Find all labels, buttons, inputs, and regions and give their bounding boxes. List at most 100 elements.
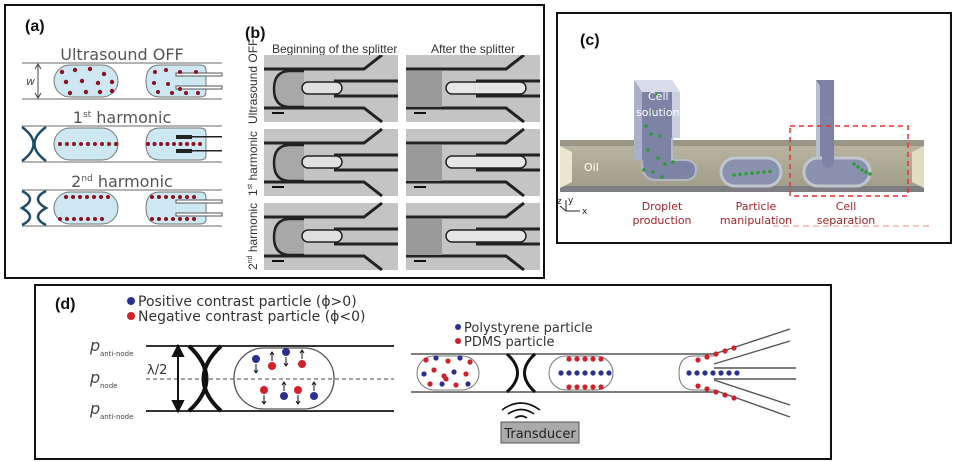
particle: [107, 142, 111, 146]
svg-text:anti-node: anti-node: [100, 413, 133, 421]
particle: [93, 142, 97, 146]
panel-b-col1-header: Beginning of the splitter: [272, 42, 398, 56]
contrast-particles: [252, 348, 318, 405]
force-arrow: [261, 395, 267, 405]
particle: [192, 195, 196, 199]
particle: [58, 142, 62, 146]
positive-particle: [310, 392, 318, 400]
cell: [651, 170, 655, 174]
particle: [192, 217, 196, 221]
particle: [445, 358, 451, 364]
particle: [178, 142, 183, 146]
positive-particle: [282, 348, 290, 356]
cell: [655, 93, 659, 97]
particle: [574, 370, 580, 376]
cell: [744, 172, 748, 176]
particle: [97, 89, 103, 95]
cell: [732, 173, 736, 177]
svg-text:p: p: [89, 368, 100, 387]
particle: [196, 91, 200, 95]
particle: [194, 70, 198, 74]
stage-droplet-line2: production: [632, 214, 691, 227]
stage-particle-line1: Particle: [736, 200, 777, 213]
cell: [864, 170, 868, 174]
stage-droplet-line1: Droplet: [642, 200, 683, 213]
panel-d-label: (d): [55, 296, 76, 313]
particle: [95, 80, 101, 86]
particle: [443, 376, 449, 382]
particle: [713, 351, 719, 357]
pdms-dot: [455, 338, 461, 344]
particle: [164, 195, 168, 199]
panel-a-row3-title: 2nd harmonic: [71, 172, 173, 191]
wavelength-arrow: [171, 343, 185, 414]
particle: [582, 384, 588, 390]
particle: [574, 384, 580, 390]
particle: [566, 356, 572, 362]
particle: [185, 195, 189, 199]
svg-text:y: y: [568, 196, 574, 206]
particle: [153, 70, 157, 74]
particle: [582, 370, 588, 376]
particle: [109, 88, 115, 94]
particle: [86, 217, 90, 221]
particle: [164, 217, 168, 221]
particle: [598, 356, 604, 362]
cell-particles: [642, 93, 872, 179]
particle: [695, 383, 701, 389]
cell: [660, 175, 664, 179]
particle: [166, 82, 170, 86]
particle: [704, 386, 710, 392]
particle: [185, 217, 189, 221]
particle: [172, 142, 176, 146]
particle: [165, 142, 170, 146]
particle: [152, 142, 157, 146]
particle: [159, 142, 163, 146]
particle: [64, 195, 68, 199]
cell: [852, 162, 856, 166]
particle: [58, 217, 62, 221]
panel-c-diagram: Cell solution Oil z y x Droplet producti…: [557, 80, 932, 227]
legend-polystyrene: Polystyrene particle: [464, 321, 593, 336]
panel-a-row2-title: 1st harmonic: [73, 108, 172, 127]
splitter-prongs-dark: [176, 135, 222, 153]
particle: [100, 142, 104, 146]
panel-c-frame: [556, 12, 952, 244]
particle: [433, 355, 439, 361]
particle: [734, 370, 740, 376]
transducer-signal-icon: [501, 402, 541, 419]
particle: [731, 395, 737, 401]
particle: [566, 370, 572, 376]
particle: [178, 87, 182, 91]
particle: [694, 370, 700, 376]
particle: [590, 384, 596, 390]
particle: [87, 66, 93, 72]
cell: [768, 169, 772, 174]
panel-d-diagram: Positive contrast particle (ϕ>0) Negativ…: [89, 294, 796, 444]
cell: [762, 170, 766, 174]
particle: [574, 356, 580, 362]
svg-text:node: node: [100, 382, 117, 390]
panel-a-row1-title: Ultrasound OFF: [60, 45, 183, 64]
particle: [431, 367, 437, 373]
particle: [184, 91, 188, 95]
panel-c-label: (c): [580, 32, 600, 49]
particle: [101, 71, 107, 77]
micrograph: [264, 201, 398, 272]
wavelength-label: λ/2: [147, 363, 167, 378]
panel-b-label: (b): [245, 25, 266, 42]
particle: [100, 217, 104, 221]
cell: [646, 148, 650, 152]
cell: [868, 172, 872, 176]
particle: [99, 195, 103, 199]
negative-particle: [260, 386, 268, 394]
cell: [649, 132, 653, 136]
panel-b-row2-title: 1st harmonic: [246, 131, 260, 196]
particle: [463, 371, 469, 377]
transducer-label: Transducer: [503, 427, 576, 442]
particle: [590, 356, 596, 362]
cell: [756, 170, 760, 175]
particle: [67, 90, 73, 96]
particle: [423, 357, 429, 363]
particle: [65, 142, 69, 146]
